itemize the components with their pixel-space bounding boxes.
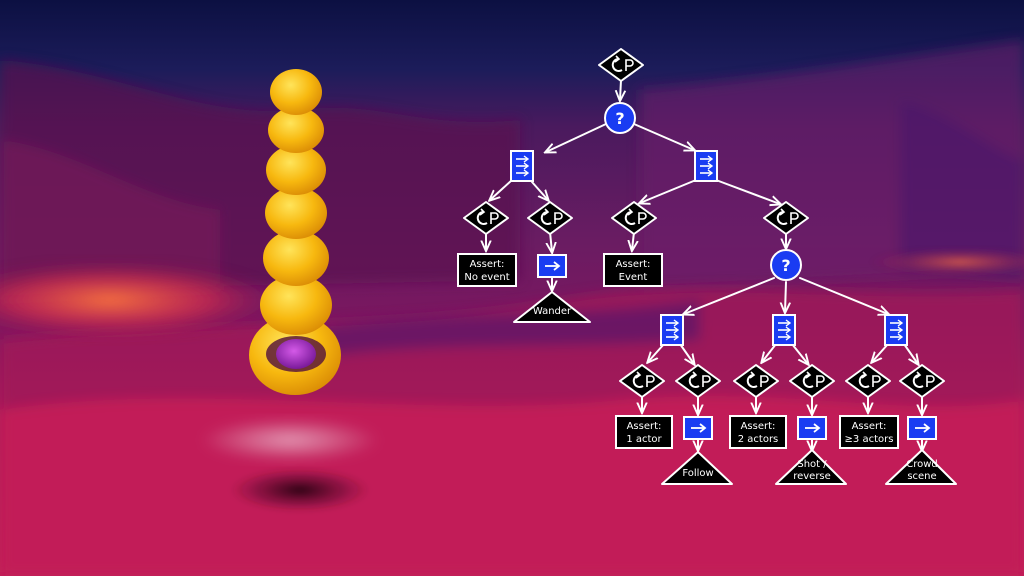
selector-symbol: ? — [781, 256, 790, 275]
assert-condition: No event — [464, 272, 509, 283]
decorator-diamond — [675, 364, 721, 398]
loop-icon — [688, 374, 700, 388]
p-glyph-icon — [816, 375, 825, 387]
assert-label: Assert: — [852, 421, 887, 432]
worm-shadow — [230, 468, 370, 512]
assert-condition: 2 actors — [738, 434, 779, 445]
assert-condition: Event — [619, 272, 648, 283]
decorator-diamond — [845, 364, 891, 398]
p-glyph-icon — [638, 212, 647, 224]
assert-label: Assert: — [616, 259, 651, 270]
action-node — [907, 416, 937, 440]
p-glyph-icon — [926, 375, 935, 387]
behavior-label-line2: reverse — [793, 471, 831, 482]
decorator-nodes — [463, 48, 945, 398]
loop-icon — [776, 211, 788, 225]
loop-icon — [624, 211, 636, 225]
assert-label: Assert: — [470, 259, 505, 270]
loop-icon — [540, 211, 552, 225]
p-glyph-icon — [646, 375, 655, 387]
decorator-diamond — [763, 201, 809, 235]
decorator-diamond — [789, 364, 835, 398]
shot-reverse-behavior: Shot / reverse — [775, 449, 847, 485]
sequence-node — [694, 150, 718, 182]
cave-walls — [0, 40, 1024, 300]
worm-eye — [276, 339, 316, 369]
assert-no-event-box: Assert: No event — [457, 253, 517, 287]
behavior-label-line1: Crowd — [906, 459, 938, 470]
sequence-node — [660, 314, 684, 346]
loop-icon — [476, 211, 488, 225]
p-glyph-icon — [490, 212, 499, 224]
assert-label: Assert: — [741, 421, 776, 432]
sequence-nodes — [510, 150, 908, 346]
decorator-diamond — [598, 48, 644, 82]
assert-2-actors-box: Assert: 2 actors — [729, 415, 787, 449]
p-glyph-icon — [625, 59, 634, 71]
sequence-node — [510, 150, 534, 182]
assert-1-actor-box: Assert: 1 actor — [615, 415, 673, 449]
lava-pool-left — [0, 262, 280, 338]
sequence-node — [884, 314, 908, 346]
crowd-scene-behavior: Crowd scene — [885, 449, 957, 485]
decorator-diamond — [619, 364, 665, 398]
decorator-diamond — [733, 364, 779, 398]
p-glyph-icon — [872, 375, 881, 387]
selector-node-actors: ? — [770, 249, 802, 281]
behavior-label-line2: scene — [907, 471, 936, 482]
worm-mist — [200, 418, 380, 462]
p-glyph-icon — [790, 212, 799, 224]
p-glyph-icon — [554, 212, 563, 224]
decorator-diamond — [463, 201, 509, 235]
selector-symbol: ? — [615, 109, 624, 128]
behavior-label: Follow — [682, 468, 713, 479]
lava-pool-right — [870, 248, 1024, 276]
behavior-label-line1: Shot / — [797, 459, 827, 470]
assert-event-box: Assert: Event — [603, 253, 663, 287]
action-nodes — [537, 254, 937, 440]
loop-icon — [802, 374, 814, 388]
follow-behavior: Follow — [661, 451, 733, 485]
decorator-diamond — [611, 201, 657, 235]
assert-condition: 1 actor — [626, 434, 662, 445]
worm-character — [249, 69, 341, 395]
loop-icon — [746, 374, 758, 388]
behavior-label: Wander — [533, 306, 572, 317]
loop-icon — [912, 374, 924, 388]
p-glyph-icon — [760, 375, 769, 387]
action-node — [797, 416, 827, 440]
assert-3-actors-box: Assert: ≥3 actors — [839, 415, 899, 449]
tree-edges — [486, 79, 922, 450]
action-node — [537, 254, 567, 278]
selector-node-root: ? — [604, 102, 636, 134]
assert-condition: ≥3 actors — [845, 434, 894, 445]
decorator-diamond — [527, 201, 573, 235]
loop-icon — [611, 58, 623, 72]
sequence-node — [772, 314, 796, 346]
p-glyph-icon — [702, 375, 711, 387]
wander-behavior: Wander — [513, 291, 591, 323]
loop-icon — [632, 374, 644, 388]
decorator-diamond — [899, 364, 945, 398]
assert-label: Assert: — [627, 421, 662, 432]
loop-icon — [858, 374, 870, 388]
action-node — [683, 416, 713, 440]
